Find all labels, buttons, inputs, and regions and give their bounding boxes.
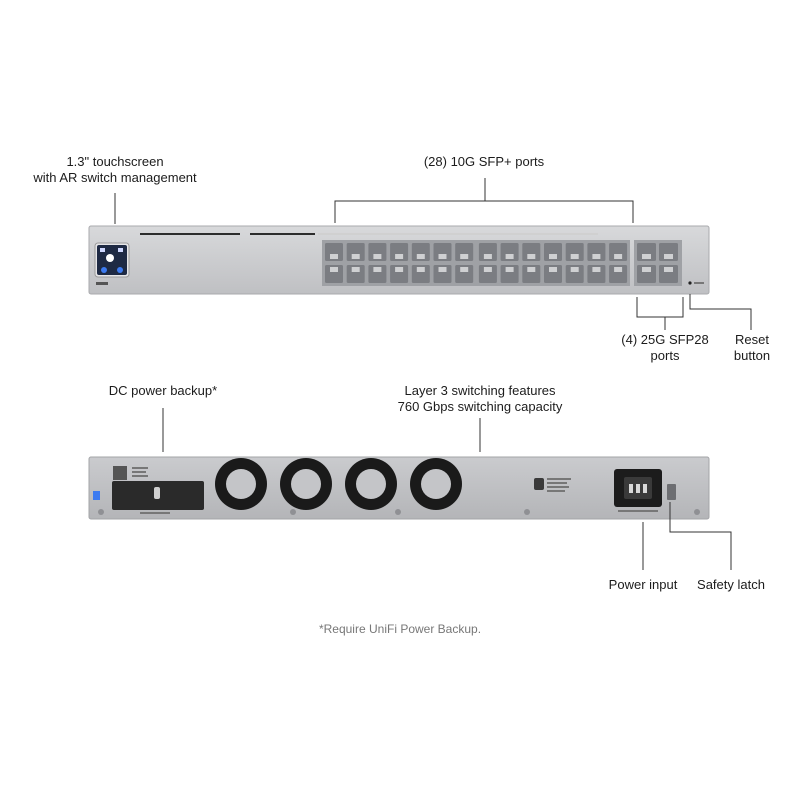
sfp-plus-port (587, 265, 606, 283)
sfp-plus-port (544, 265, 562, 283)
front-panel (88, 225, 710, 295)
sfp28-port (659, 265, 678, 283)
sfp-plus-port (433, 265, 452, 283)
touchscreen-icon (94, 242, 130, 278)
callout-touchscreen-line2: with AR switch management (33, 170, 197, 185)
sfp-plus-port (565, 265, 584, 283)
sfp-plus-port (390, 265, 409, 283)
callout-power-input: Power input (598, 577, 688, 593)
sfp-plus-port (544, 243, 562, 261)
sfp-plus-port (565, 243, 584, 261)
callout-dc-backup: DC power backup* (88, 383, 238, 399)
reset-button-icon (688, 281, 692, 285)
sfp28-port (637, 265, 656, 283)
sfp-plus-port (433, 243, 452, 261)
sfp-plus-port (478, 265, 497, 283)
footnote: *Require UniFi Power Backup. (318, 622, 482, 636)
sfp-plus-port (346, 265, 365, 283)
callout-reset-line1: Reset (735, 332, 769, 347)
sfp28-port (659, 243, 678, 261)
blue-led-icon (93, 491, 100, 500)
fan-icon (345, 458, 397, 510)
callout-layer3: Layer 3 switching features 760 Gbps swit… (370, 383, 590, 415)
callout-touchscreen-line1: 1.3" touchscreen (66, 154, 164, 169)
sfp-plus-port (346, 243, 365, 261)
sfp-plus-port (455, 243, 474, 261)
sfp-plus-port (500, 243, 519, 261)
ubiquiti-logo (534, 478, 571, 492)
callout-power-input-line1: Power input (608, 577, 678, 592)
callout-reset-line2: button (733, 348, 771, 363)
callout-layer3-line1: Layer 3 switching features (404, 383, 556, 398)
sfp-plus-port (500, 265, 519, 283)
rear-panel (88, 456, 710, 520)
sfp28-port (637, 243, 656, 261)
dc-power-backup-port (112, 481, 204, 514)
sfp-plus-port (411, 243, 430, 261)
sfp-plus-port (325, 243, 343, 261)
cooling-fans (215, 458, 462, 510)
sfp-plus-port (455, 265, 474, 283)
fan-icon (280, 458, 332, 510)
safety-latch-icon (667, 484, 676, 500)
callout-touchscreen: 1.3" touchscreen with AR switch manageme… (20, 154, 210, 186)
model-label (96, 282, 108, 285)
sfp-plus-port (325, 265, 343, 283)
callout-sfp28: (4) 25G SFP28 ports (600, 332, 730, 364)
sfp-plus-port (390, 243, 409, 261)
sfp-plus-port (609, 243, 628, 261)
callout-layer3-line2: 760 Gbps switching capacity (397, 399, 563, 414)
sfp-plus-port (522, 265, 541, 283)
callout-dc-backup-line1: DC power backup* (108, 383, 218, 398)
power-socket-icon (614, 469, 662, 512)
fan-icon (410, 458, 462, 510)
sfp-plus-port (609, 265, 628, 283)
sfp-plus-port (522, 243, 541, 261)
sfp28-ports (637, 243, 678, 283)
sfp-plus-port (411, 265, 430, 283)
callout-safety-latch: Safety latch (684, 577, 778, 593)
fan-icon (215, 458, 267, 510)
sfp-plus-ports (325, 243, 628, 283)
sfp-plus-port (478, 243, 497, 261)
sfp-plus-port (368, 265, 387, 283)
callout-reset: Reset button (720, 332, 784, 364)
callout-sfp-plus: (28) 10G SFP+ ports (384, 154, 584, 170)
sfp-plus-port-block (322, 240, 630, 286)
callout-sfp28-line2: ports (650, 348, 680, 363)
callout-lines (114, 178, 752, 570)
sfp-plus-port (368, 243, 387, 261)
callout-sfp-plus-line1: (28) 10G SFP+ ports (423, 154, 545, 169)
callout-sfp28-line1: (4) 25G SFP28 (621, 332, 709, 347)
callout-safety-latch-line1: Safety latch (697, 577, 765, 592)
sfp-plus-port (587, 243, 606, 261)
